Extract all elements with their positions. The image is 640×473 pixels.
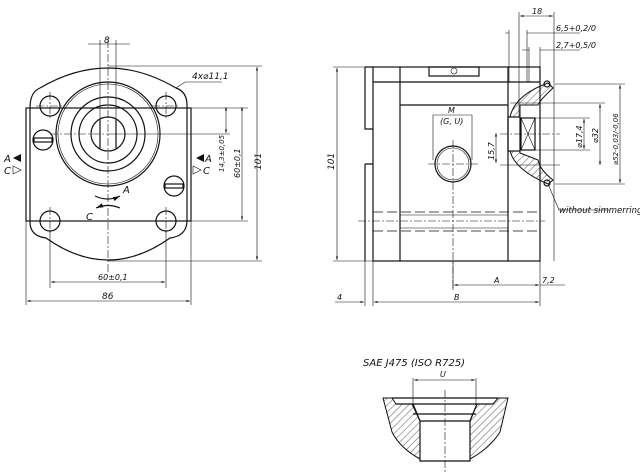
dim-18: 18 bbox=[532, 7, 542, 16]
dim-32: ⌀32 bbox=[591, 128, 600, 143]
dim-holes: 4x⌀11,1 bbox=[192, 72, 229, 82]
right-label-c: C bbox=[203, 166, 210, 177]
dim-7-2: 7,2 bbox=[542, 276, 555, 285]
note-without-simmerring: without simmerring bbox=[559, 206, 640, 216]
dim-height: 101 bbox=[254, 153, 264, 170]
front-view: A C A C A C 8 4x⌀11,1 101 60±0,1 14,3±0,… bbox=[3, 36, 264, 305]
dim-6-5: 6,5+0,2/0 bbox=[556, 24, 596, 33]
triangle-open-icon bbox=[192, 165, 202, 175]
triangle-filled-icon bbox=[13, 154, 21, 162]
dim-hole-spacing-v: 60±0,1 bbox=[233, 148, 242, 178]
side-view: 18 6,5+0,2/0 2,7+0,5/0 101 M (G, U) 15,7… bbox=[327, 7, 640, 306]
flange-outline bbox=[29, 67, 188, 261]
dim-hole-spacing-h: 60±0,1 bbox=[98, 273, 128, 282]
rotation-arrows-icon bbox=[94, 195, 121, 209]
dim-key-width: 8 bbox=[104, 36, 110, 46]
left-label-c: C bbox=[4, 166, 11, 177]
detail-title: SAE J475 (ISO R725) bbox=[363, 358, 465, 369]
port-detail: SAE J475 (ISO R725) U bbox=[363, 358, 509, 473]
port-sub-label: (G, U) bbox=[440, 117, 463, 126]
dim-offset: 14,3±0,05 bbox=[218, 134, 226, 172]
dim-15-7: 15,7 bbox=[487, 141, 496, 160]
port-label: M bbox=[448, 106, 455, 115]
right-label-a: A bbox=[204, 154, 212, 165]
left-label-a: A bbox=[3, 154, 11, 165]
plug-screws bbox=[32, 129, 185, 197]
seal-slot bbox=[520, 117, 536, 151]
dim-4: 4 bbox=[337, 293, 342, 302]
dim-b: B bbox=[454, 293, 460, 302]
dim-width: 86 bbox=[102, 292, 114, 302]
triangle-open-icon bbox=[12, 165, 22, 175]
dim-17-4: ⌀17,4 bbox=[575, 125, 584, 148]
dim-side-height: 101 bbox=[327, 153, 337, 170]
dim-2-7: 2,7+0,5/0 bbox=[556, 41, 596, 50]
rotation-a-label: A bbox=[122, 185, 130, 196]
nameplate bbox=[428, 66, 480, 77]
dim-52: ⌀52-0,03/-0,06 bbox=[612, 113, 620, 165]
triangle-filled-icon bbox=[196, 154, 204, 162]
dim-u: U bbox=[440, 370, 446, 379]
dim-a: A bbox=[493, 276, 499, 285]
body-outline bbox=[25, 107, 192, 222]
rotation-c-label: C bbox=[86, 212, 93, 223]
